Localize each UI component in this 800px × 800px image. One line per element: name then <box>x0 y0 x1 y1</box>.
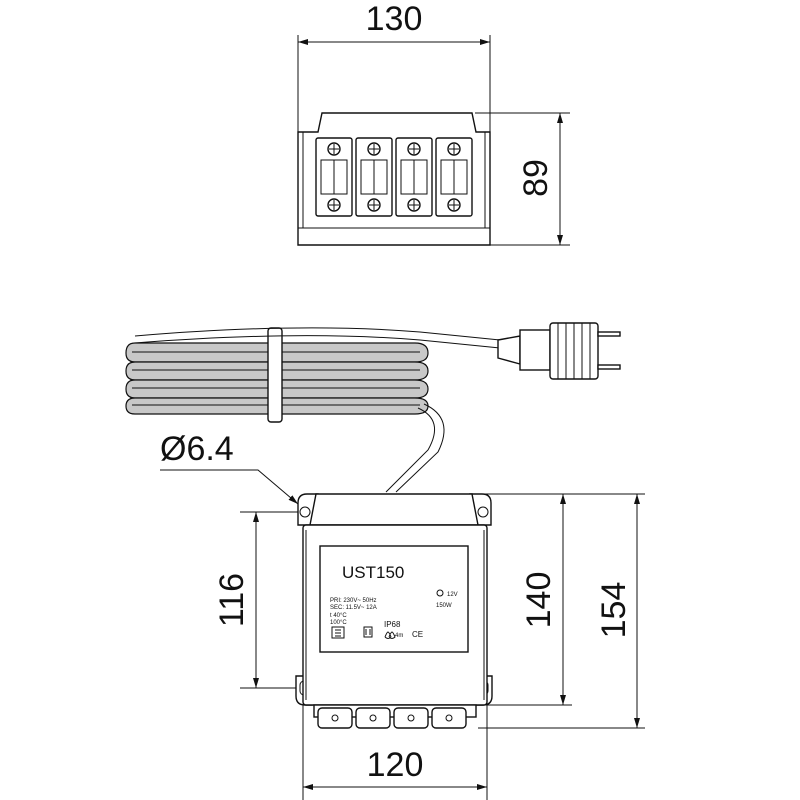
terminal-block <box>395 137 433 217</box>
cable-glands <box>313 704 477 729</box>
mains-lead <box>134 327 501 349</box>
dim-hole-diameter: Ø6.4 <box>160 430 234 468</box>
output-symbol-icon <box>436 589 444 597</box>
nameplate-primary: PRI: 230V~ 50Hz <box>330 598 377 604</box>
transformer-symbol-icon <box>363 626 373 638</box>
nameplate-ip-rating: IP68 <box>384 620 401 629</box>
nameplate-model: UST150 <box>342 563 404 582</box>
nameplate-depth: 4m <box>395 633 403 639</box>
dim-hole-spacing: 116 <box>213 573 251 627</box>
water-drops-icon <box>384 631 396 639</box>
terminal-block <box>355 137 393 217</box>
dim-top-height: 89 <box>517 159 555 197</box>
dim-body-height: 140 <box>520 572 558 629</box>
supply-cable <box>385 403 445 493</box>
class-symbol-icon <box>331 626 345 639</box>
nameplate-temp2: 100°C <box>330 620 347 626</box>
nameplate-ce-mark: CE <box>412 630 423 639</box>
nameplate-output-voltage: 12V <box>447 592 458 598</box>
leader-hole-diameter <box>160 469 299 505</box>
coiled-cable <box>125 327 429 423</box>
terminal-blocks <box>315 137 473 217</box>
dim-bottom-width: 120 <box>367 746 424 784</box>
terminal-block <box>315 137 353 217</box>
top-view: 130 89 <box>297 0 570 246</box>
dim-overall-height: 154 <box>595 582 633 639</box>
terminal-block <box>435 137 473 217</box>
nameplate-temp: t 40°C <box>330 613 347 619</box>
housing-top-lid <box>309 493 479 526</box>
front-view: 140 154 116 120 Ø6.4 UST150 PRI: 230V~ 5… <box>160 430 645 800</box>
nameplate-secondary: SEC: 11.5V~ 12A <box>330 605 377 611</box>
cable-tie <box>267 327 283 423</box>
dim-top-width: 130 <box>366 0 423 38</box>
nameplate-output-power: 150W <box>436 603 452 609</box>
plug <box>497 322 621 380</box>
